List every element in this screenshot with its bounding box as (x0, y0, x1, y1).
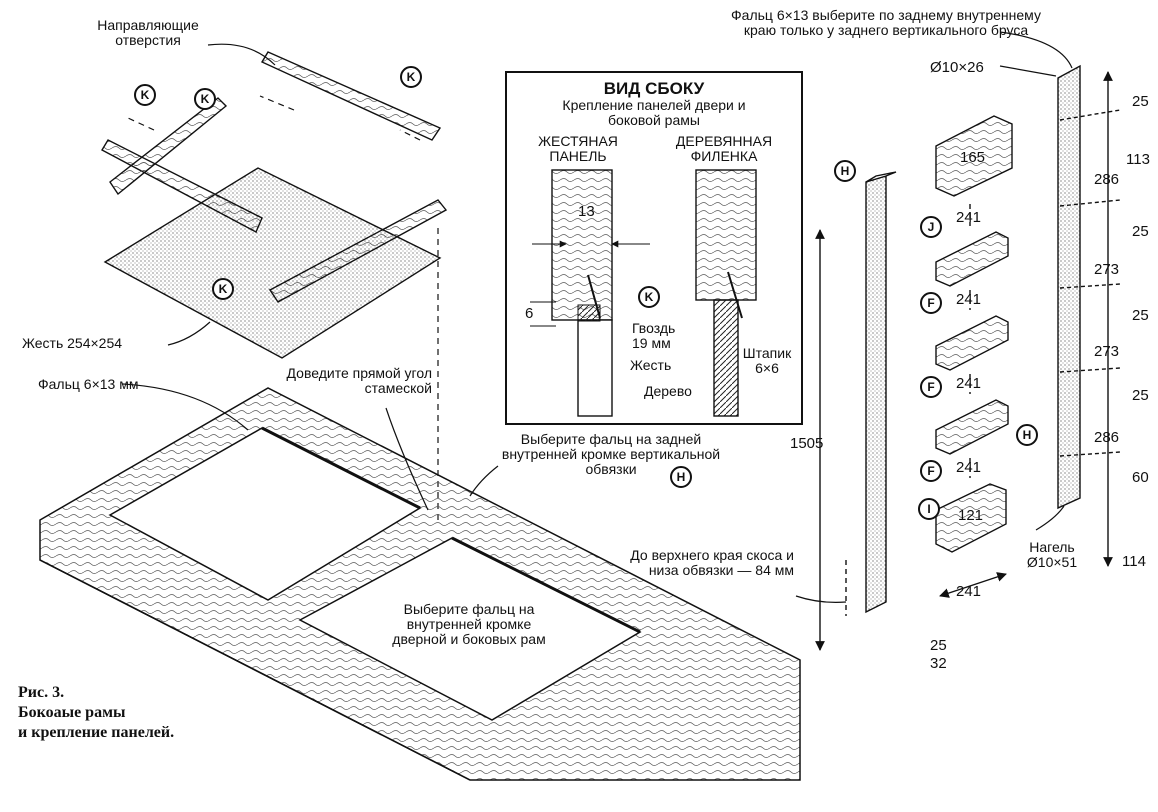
piece-f-2 (935, 315, 1009, 371)
tin-sheet (103, 167, 442, 359)
callout-h-post: H (834, 160, 856, 182)
section-dim-6: 6 (525, 305, 534, 322)
caption-line-3: и крепление панелей. (18, 724, 175, 741)
callout-j: J (920, 216, 942, 238)
section-title: ВИД СБОКУ (603, 79, 705, 98)
label-tin-sheet: Жесть 254×254 (22, 335, 123, 351)
section-nail: Гвоздь 19 мм (632, 320, 676, 351)
callout-k-3: K (194, 88, 216, 110)
strip-k-middle (109, 97, 228, 196)
dim-286-a: 286 (1094, 171, 1120, 188)
dim-1505: 1505 (790, 435, 824, 452)
label-rabbet-inner: Выберите фальц на внутренней кромке двер… (392, 601, 546, 647)
dim-25-a: 25 (1132, 93, 1149, 110)
section-wood: Дерево (644, 383, 692, 399)
dim-114: 114 (1122, 553, 1146, 570)
section-col-tin: ЖЕСТЯНАЯ ПАНЕЛЬ (538, 133, 618, 164)
dim-241-c: 241 (956, 375, 982, 392)
dim-241-a: 241 (956, 209, 982, 226)
dim-25-d: 25 (1132, 387, 1149, 404)
strip-k-bottom (268, 199, 448, 303)
dim-60: 60 (1132, 469, 1149, 486)
label-rabbet-frame: Фальц 6×13 мм (38, 376, 139, 392)
label-guide-holes: Направляющие отверстия (97, 17, 199, 48)
dim-286-b: 286 (1094, 429, 1120, 446)
callout-k-1: K (400, 66, 422, 88)
dim-32: 32 (930, 655, 947, 672)
callout-h-text: H (670, 466, 692, 488)
dim-241-d: 241 (956, 459, 982, 476)
dim-273-a: 273 (1094, 261, 1120, 278)
dim-273-b: 273 (1094, 343, 1120, 360)
leader-lines (121, 31, 1073, 603)
label-rabbet-h: Выберите фальц на задней внутренней кром… (501, 431, 721, 477)
dim-25-c: 25 (1132, 307, 1149, 324)
piece-f-1 (935, 231, 1009, 287)
piece-f-3 (935, 399, 1009, 455)
frame-assembly (39, 387, 801, 781)
section-subtitle: Крепление панелей двери и боковой рамы (562, 97, 746, 128)
callout-k-4: K (212, 278, 234, 300)
piece-i (935, 483, 1007, 553)
tin-panel-assembly (101, 51, 448, 520)
callout-f-3: F (920, 460, 942, 482)
section-col-wood: ДЕРЕВЯННАЯ ФИЛЕНКА (675, 133, 773, 164)
callout-f-2: F (920, 376, 942, 398)
dim-165: 165 (960, 149, 986, 166)
vertical-post-h (815, 171, 897, 651)
dim-25-e: 25 (930, 637, 947, 654)
callout-f-1: F (920, 292, 942, 314)
caption-line-1: Рис. 3. (18, 684, 65, 701)
piece-j (935, 115, 1013, 197)
callout-k-2: K (134, 84, 156, 106)
dim-241-e: 241 (956, 583, 982, 600)
section-dim-13: 13 (578, 203, 595, 220)
dim-241-b: 241 (956, 291, 982, 308)
section-bead: Штапик 6×6 (742, 345, 792, 376)
section-tin: Жесть (630, 357, 672, 373)
dim-25-b: 25 (1132, 223, 1149, 240)
rear-vertical-post (1057, 64, 1121, 567)
caption-line-2: Бокоаые рамы (18, 704, 126, 721)
callout-k-section: K (638, 286, 660, 308)
strip-k-top (260, 51, 442, 141)
tin-profile (551, 169, 613, 321)
callout-i: I (918, 498, 940, 520)
label-to-top-edge: До верхнего края скоса и низа обвязки — … (630, 547, 794, 578)
dim-113: 113 (1126, 151, 1150, 168)
label-dia-top: Ø10×26 (930, 59, 984, 76)
callout-h-rear: H (1016, 424, 1038, 446)
label-square-corner: Доведите прямой угол стамеской (286, 365, 432, 396)
label-dowel: Нагель Ø10×51 (1026, 539, 1078, 570)
cross-pieces (935, 115, 1013, 598)
section-view-box (505, 71, 803, 425)
label-rabbet-back: Фальц 6×13 выберите по заднему внутренне… (731, 7, 1041, 38)
wood-profile (695, 169, 757, 301)
dim-121: 121 (958, 507, 984, 524)
